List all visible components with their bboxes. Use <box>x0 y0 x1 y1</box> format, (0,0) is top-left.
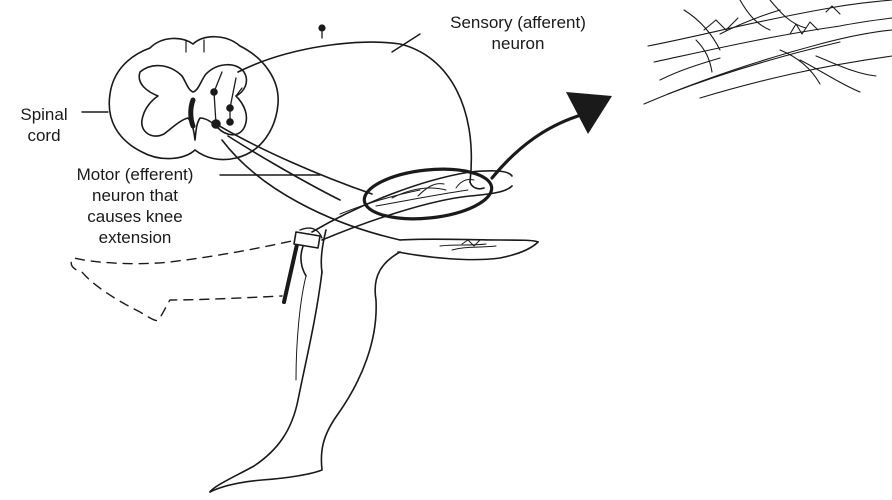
motor-label-line-3: causes knee <box>50 206 220 227</box>
spinal-label-line-2: cord <box>10 125 78 146</box>
motor-label-line-2: neuron that <box>50 185 220 206</box>
motor-neuron-path <box>216 124 400 240</box>
sensory-neuron-label: Sensory (afferent) neuron <box>432 12 604 54</box>
motor-label-line-1: Motor (efferent) <box>50 164 220 185</box>
hamstring <box>398 239 538 259</box>
thigh-muscle <box>312 171 512 240</box>
muscle-highlight-ring <box>362 163 494 224</box>
spinal-cord-label: Spinal cord <box>10 104 78 146</box>
muscle-fiber-zoom <box>644 0 892 104</box>
leg-outline <box>210 230 400 492</box>
extended-leg-dashed <box>71 238 306 321</box>
cord-neuron-cells <box>211 72 242 128</box>
sensory-label-line-1: Sensory (afferent) <box>432 12 604 33</box>
motor-neuron-label: Motor (efferent) neuron that causes knee… <box>50 164 220 248</box>
sensory-label-line-2: neuron <box>432 33 604 54</box>
zoom-arrow <box>492 92 612 178</box>
motor-label-line-4: extension <box>50 227 220 248</box>
spinal-label-line-1: Spinal <box>10 104 78 125</box>
spinal-cord-section <box>109 37 278 160</box>
